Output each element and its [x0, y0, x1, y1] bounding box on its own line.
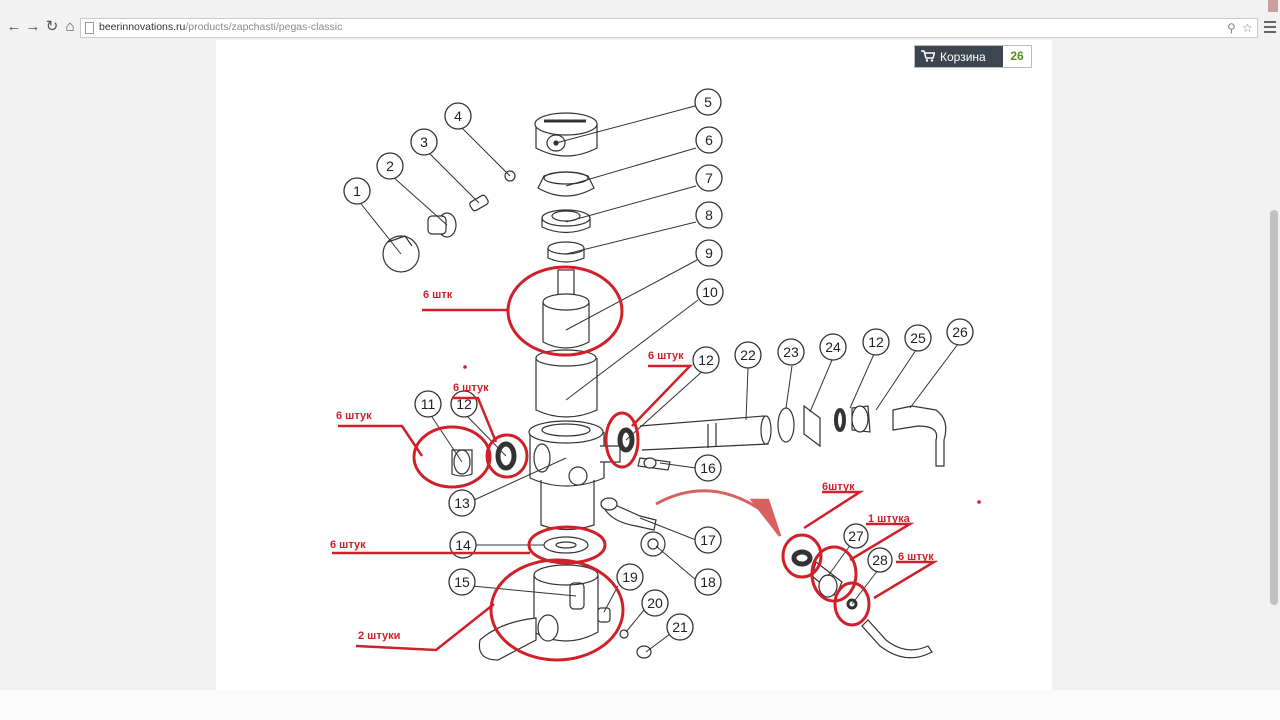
callout-7: 7	[705, 170, 713, 186]
red-dots	[463, 365, 981, 504]
scrollbar-thumb[interactable]	[1270, 210, 1278, 605]
part-shaft	[542, 269, 590, 349]
red-highlights	[412, 265, 871, 662]
callout-27: 27	[848, 528, 864, 544]
forward-arrow-icon[interactable]: →	[25, 18, 41, 35]
callout-4: 4	[454, 108, 462, 124]
home-icon[interactable]: ⌂	[65, 18, 75, 35]
part-lower-body	[478, 564, 652, 661]
callout-20: 20	[647, 595, 663, 611]
annotation-6-shtuk-c: 6 штук	[648, 350, 684, 362]
part-small-fittings	[600, 457, 671, 557]
cart-icon	[921, 50, 935, 62]
back-arrow-icon[interactable]: ←	[6, 18, 22, 35]
address-bar[interactable]: beerinnovations.ru/products/zapchasti/pe…	[80, 18, 1258, 38]
callout-28: 28	[872, 552, 888, 568]
annotation-2-shtuki: 2 штуки	[358, 630, 400, 642]
search-icon[interactable]: ⚲	[1227, 21, 1236, 35]
callout-21: 21	[672, 619, 688, 635]
callout-26: 26	[952, 324, 968, 340]
callout-18: 18	[700, 574, 716, 590]
part-hose-assembly	[791, 549, 933, 659]
callout-11: 11	[421, 396, 436, 412]
window-corner	[1268, 0, 1278, 12]
callout-12-middle: 12	[698, 352, 714, 368]
cart-count: 26	[1010, 49, 1024, 63]
annotation-6-shtuk-e: 6 штук	[898, 551, 934, 563]
callout-13: 13	[454, 495, 470, 511]
callout-1: 1	[353, 183, 361, 199]
callout-14: 14	[455, 537, 471, 553]
star-icon[interactable]: ☆	[1242, 21, 1253, 35]
callout-19: 19	[622, 569, 638, 585]
callout-5: 5	[704, 94, 712, 110]
part-collar	[537, 171, 595, 197]
callout-10: 10	[702, 284, 718, 300]
leader-lines	[357, 105, 959, 653]
cart-label: Корзина	[940, 50, 986, 64]
callout-12-right: 12	[868, 334, 884, 350]
annotation-6-shtuk-d: 6 штук	[330, 539, 366, 551]
bottom-strip	[0, 690, 1280, 720]
part-ring-14	[543, 536, 589, 554]
part-horizontal-pipe	[617, 404, 947, 467]
callout-2: 2	[386, 158, 394, 174]
callout-24: 24	[825, 339, 841, 355]
part-sleeve	[535, 349, 598, 418]
callout-16: 16	[700, 460, 716, 476]
menu-icon[interactable]	[1264, 21, 1276, 33]
callout-23: 23	[783, 344, 799, 360]
url-domain: beerinnovations.ru	[99, 21, 186, 33]
callout-12-left: 12	[456, 396, 472, 412]
reload-icon[interactable]: ↻	[45, 18, 59, 35]
callout-17: 17	[700, 532, 716, 548]
callout-6: 6	[705, 132, 713, 148]
callout-25: 25	[910, 330, 926, 346]
parts-diagram: 1 2 3 4 5 6 7 8 9 10 11 12 13 14 15 16 1…	[330, 88, 981, 662]
callout-3: 3	[420, 134, 428, 150]
callout-15: 15	[454, 574, 470, 590]
callout-9: 9	[705, 245, 713, 261]
url-path: /products/zapchasti/pegas-classic	[185, 21, 343, 33]
annotation-6-shtuk-a: 6 штук	[453, 382, 489, 394]
callout-22: 22	[740, 347, 756, 363]
part-nut	[541, 209, 591, 234]
red-annotation-lines	[332, 308, 939, 652]
part-washer-8	[547, 241, 585, 263]
part-body	[528, 420, 621, 531]
annotation-6shtuk: 6штук	[822, 481, 855, 493]
annotation-6-shtuk-b: 6 штук	[336, 410, 372, 422]
url-text: beerinnovations.ru/products/zapchasti/pe…	[99, 21, 342, 33]
callout-8: 8	[705, 207, 713, 223]
annotation-1-shtuka: 1 штука	[868, 513, 911, 525]
cart-label-box: Корзина	[915, 46, 1003, 67]
annotation-6-shtk: 6 штк	[423, 289, 453, 301]
page-icon	[85, 22, 94, 34]
part-side-fitting	[451, 441, 517, 477]
cart-button[interactable]: Корзина 26	[914, 45, 1032, 68]
